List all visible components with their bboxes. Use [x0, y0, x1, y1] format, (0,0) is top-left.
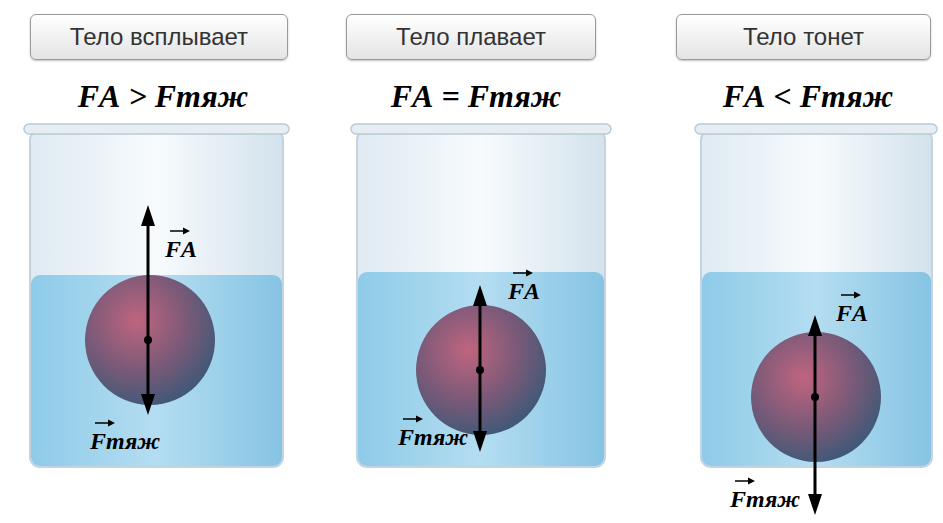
vector-arrow	[840, 290, 864, 300]
vector-arrow	[94, 418, 118, 428]
force-label: FА	[508, 268, 540, 305]
force-label: FА	[836, 290, 868, 327]
header-box: Тело всплывает	[30, 14, 288, 60]
force-label: FА	[165, 226, 197, 263]
force-formula: FА = Fтяж	[391, 78, 562, 115]
beaker	[24, 124, 289, 467]
vector-arrow	[512, 268, 536, 278]
vector-arrow	[734, 476, 758, 486]
force-label: Fтяж	[90, 418, 160, 455]
header-text: Тело плавает	[396, 23, 546, 51]
header-text: Тело тонет	[743, 23, 864, 51]
vector-arrow	[169, 226, 193, 236]
header-text: Тело всплывает	[70, 23, 248, 51]
beaker	[351, 124, 611, 467]
beaker	[695, 124, 937, 515]
force-label: Fтяж	[730, 476, 800, 513]
force-formula: FА < Fтяж	[723, 78, 894, 115]
header-box: Тело тонет	[676, 14, 931, 60]
force-label: Fтяж	[398, 414, 468, 451]
force-formula: FА > Fтяж	[78, 78, 249, 115]
vector-arrow	[402, 414, 426, 424]
header-box: Тело плавает	[346, 14, 596, 60]
